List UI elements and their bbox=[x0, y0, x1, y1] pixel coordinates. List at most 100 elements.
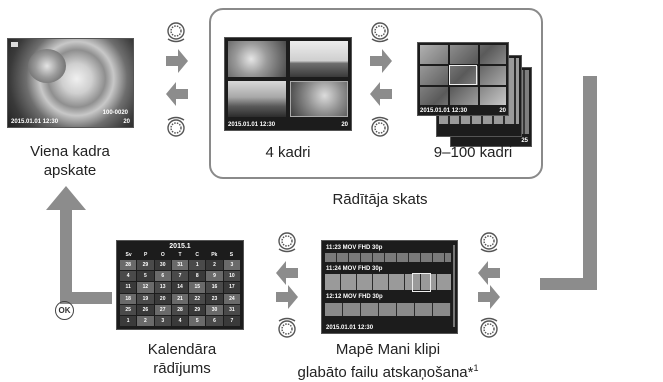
calendar-day-cell: 6 bbox=[154, 271, 171, 282]
calendar-day-cell: 21 bbox=[171, 293, 189, 304]
calendar-day-cell: 6 bbox=[206, 315, 223, 326]
clip-strip-1 bbox=[325, 253, 451, 262]
calendar-day-cell: 7 bbox=[171, 271, 189, 282]
dial-icon bbox=[371, 22, 389, 43]
four-date: 2015.01.01 12:30 bbox=[228, 122, 276, 128]
caption-index-view: Rādītāja skats bbox=[332, 191, 428, 208]
thumb-rose bbox=[228, 41, 286, 77]
single-date: 2015.01.01 12:30 bbox=[11, 119, 59, 125]
calendar-day-cell: 19 bbox=[137, 293, 154, 304]
calendar-day-cell: 25 bbox=[120, 304, 137, 315]
arrow-left-icon bbox=[478, 261, 500, 285]
dial-icon bbox=[167, 116, 185, 137]
myclips-date: 2015.01.01 12:30 bbox=[326, 325, 374, 331]
arrow-left-icon bbox=[370, 82, 392, 106]
calendar-day-cell: 23 bbox=[206, 293, 223, 304]
arrow-right-icon bbox=[166, 49, 188, 73]
clip-selection bbox=[412, 273, 431, 292]
ok-button-icon: OK bbox=[55, 301, 74, 320]
calendar-month: 2015.1 bbox=[169, 243, 191, 250]
calendar-day-cell: 16 bbox=[206, 282, 223, 293]
clip-strip-3 bbox=[325, 303, 451, 316]
myclips-scrollbar bbox=[453, 245, 455, 327]
calendar-day-cell: 13 bbox=[154, 282, 171, 293]
calendar-day-cell: 29 bbox=[189, 304, 206, 315]
caption-myclips-line1: Mapē Mani klipi bbox=[335, 341, 441, 358]
left-connector-shaft bbox=[60, 292, 112, 304]
single-counter: 100-0020 bbox=[102, 110, 128, 116]
weekday-label: Pk bbox=[211, 252, 218, 258]
thumb-grid bbox=[420, 45, 506, 105]
calendar-day-cell: 1 bbox=[120, 315, 137, 326]
clip-strip-2 bbox=[325, 274, 451, 290]
weekday-label: Sv bbox=[125, 252, 132, 258]
multi-frame-screen: 2015.01.01 12:30 20 bbox=[417, 42, 509, 116]
calendar-day-cell: 4 bbox=[120, 271, 137, 282]
dial-icon bbox=[480, 317, 498, 338]
multi-back-frame-number: 25 bbox=[521, 138, 528, 144]
calendar-day-cell: 26 bbox=[137, 304, 154, 315]
clip-row-3: 12:12 MOV FHD 30p bbox=[326, 294, 383, 300]
weekday-label: P bbox=[144, 252, 148, 258]
protect-icon bbox=[11, 42, 18, 47]
single-frame-screen: 100-0020 2015.01.01 12:30 20 bbox=[7, 38, 134, 128]
calendar-day-cell: 9 bbox=[206, 271, 223, 282]
multi-selection-frame bbox=[449, 65, 477, 85]
calendar-day-cell: 27 bbox=[154, 304, 171, 315]
calendar-day-cell: 31 bbox=[171, 260, 189, 271]
calendar-day-cell: 2 bbox=[206, 260, 223, 271]
dial-icon bbox=[167, 22, 185, 43]
calendar-day-cell: 31 bbox=[223, 304, 240, 315]
calendar-day-cell: 28 bbox=[171, 304, 189, 315]
calendar-day-cell: 29 bbox=[137, 260, 154, 271]
calendar-day-cell: 1 bbox=[189, 260, 206, 271]
multi-frame-number: 20 bbox=[499, 108, 506, 114]
calendar-day-cell: 2 bbox=[137, 315, 154, 326]
arrow-left-icon bbox=[276, 261, 298, 285]
calendar-day-cell: 5 bbox=[137, 271, 154, 282]
weekday-label: S bbox=[229, 252, 234, 258]
weekday-label: C bbox=[195, 252, 199, 258]
index-view-group bbox=[209, 8, 543, 179]
clip-row-2: 11:24 MOV FHD 30p bbox=[326, 266, 383, 272]
caption-calendar-line1: Kalendāra bbox=[147, 341, 217, 358]
calendar-day-cell: 14 bbox=[171, 282, 189, 293]
thumb-pier bbox=[290, 41, 348, 77]
calendar-day-cell: 7 bbox=[223, 315, 240, 326]
thumb-mountain bbox=[228, 81, 286, 117]
arrow-right-icon bbox=[478, 285, 500, 309]
caption-calendar: Kalendāra rādījums bbox=[122, 340, 242, 378]
arrow-left-icon bbox=[166, 82, 188, 106]
thumb-flowers bbox=[290, 81, 348, 117]
calendar-day-cell: 8 bbox=[189, 271, 206, 282]
calendar-day-cell: 15 bbox=[189, 282, 206, 293]
calendar-day-cell: 24 bbox=[223, 293, 240, 304]
calendar-day-cell: 4 bbox=[171, 315, 189, 326]
calendar-day-cell: 11 bbox=[120, 282, 137, 293]
clip-row-1: 11:23 MOV FHD 30p bbox=[326, 245, 383, 251]
myclips-screen: 11:23 MOV FHD 30p 11:24 MOV FHD 30p 12:1… bbox=[321, 240, 458, 334]
dial-icon bbox=[371, 116, 389, 137]
rose-photo-detail bbox=[28, 49, 66, 83]
calendar-day-cell: 28 bbox=[120, 260, 137, 271]
rose-photo bbox=[8, 39, 133, 127]
calendar-weekday-row: Sv P O T C Pk S bbox=[120, 252, 240, 259]
dial-icon bbox=[278, 317, 296, 338]
caption-calendar-line2: rādījums bbox=[153, 360, 211, 377]
caption-single-line1: Viena kadra bbox=[30, 143, 110, 160]
right-connector-arrow bbox=[540, 76, 597, 290]
calendar-day-cell: 30 bbox=[206, 304, 223, 315]
arrow-right-icon bbox=[276, 285, 298, 309]
multi-date: 2015.01.01 12:30 bbox=[420, 108, 468, 114]
caption-multi: 9–100 kadri bbox=[433, 144, 513, 161]
calendar-day-cell: 10 bbox=[223, 271, 240, 282]
weekday-label: T bbox=[178, 252, 182, 258]
calendar-day-cell: 12 bbox=[137, 282, 154, 293]
weekday-label: O bbox=[160, 252, 165, 258]
calendar-day-cell: 5 bbox=[189, 315, 206, 326]
